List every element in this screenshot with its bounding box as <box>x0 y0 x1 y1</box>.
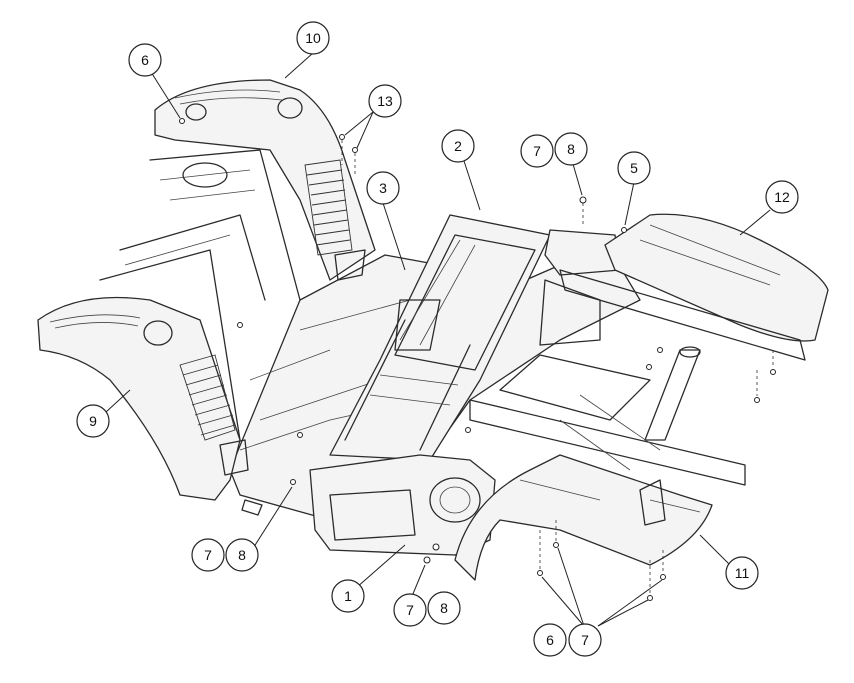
callout-12: 12 <box>765 180 799 214</box>
callout-1: 1 <box>331 579 365 613</box>
callout-7-center: 7 <box>393 593 427 627</box>
svg-text:3: 3 <box>379 180 387 196</box>
callout-9: 9 <box>76 404 110 438</box>
svg-text:7: 7 <box>204 547 212 563</box>
left-rear-fender <box>37 296 249 501</box>
svg-text:7: 7 <box>581 632 589 648</box>
callout-5: 5 <box>617 151 651 185</box>
rear-upper-grille <box>304 159 353 256</box>
leader-lines <box>105 52 771 627</box>
svg-text:8: 8 <box>238 547 246 563</box>
seat-support-frame <box>329 214 551 461</box>
svg-text:13: 13 <box>377 93 393 109</box>
callout-6-upper: 6 <box>128 43 162 77</box>
svg-text:2: 2 <box>454 138 462 154</box>
svg-text:6: 6 <box>546 632 554 648</box>
callout-6-lower: 6 <box>533 623 567 657</box>
callout-10: 10 <box>296 21 330 55</box>
svg-text:12: 12 <box>774 189 790 205</box>
callout-11: 11 <box>725 556 759 590</box>
svg-text:8: 8 <box>440 600 448 616</box>
callout-7-left: 7 <box>191 538 225 572</box>
callout-8-left: 8 <box>225 538 259 572</box>
front-cross-rails <box>469 269 806 486</box>
svg-text:1: 1 <box>344 588 352 604</box>
svg-text:9: 9 <box>89 413 97 429</box>
svg-text:7: 7 <box>533 143 541 159</box>
svg-text:10: 10 <box>305 30 321 46</box>
front-hood-panel <box>604 213 829 342</box>
callout-13: 13 <box>368 84 402 118</box>
callout-8-upper: 8 <box>554 132 588 166</box>
svg-text:7: 7 <box>406 602 414 618</box>
callout-8-center: 8 <box>427 591 461 625</box>
svg-text:5: 5 <box>630 160 638 176</box>
right-front-fender <box>454 454 713 581</box>
callout-3: 3 <box>366 171 400 205</box>
callout-2: 2 <box>441 129 475 163</box>
callout-7-lower: 7 <box>568 623 602 657</box>
svg-text:11: 11 <box>735 565 750 581</box>
front-cowl-panel <box>309 454 496 556</box>
rear-upper-body-panel <box>154 79 376 281</box>
left-rear-fender-grille <box>179 354 236 441</box>
svg-text:6: 6 <box>141 52 149 68</box>
fasteners <box>179 118 776 601</box>
svg-text:8: 8 <box>567 141 575 157</box>
callout-7-upper: 7 <box>520 134 554 168</box>
upper-mount-bracket <box>539 229 621 346</box>
